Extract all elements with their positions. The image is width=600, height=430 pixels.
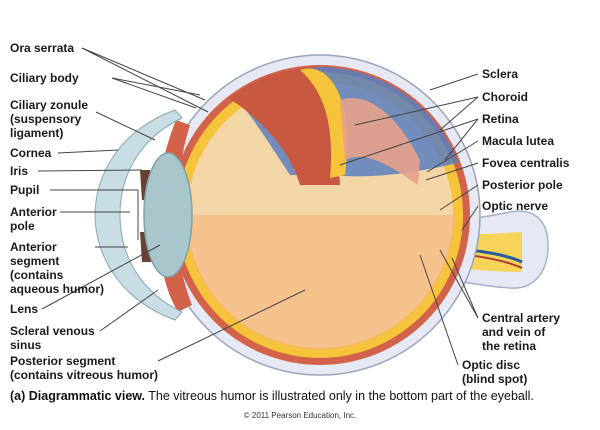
label-retina: Retina bbox=[482, 112, 519, 126]
cornea bbox=[94, 109, 183, 321]
label-posterior-pole: Posterior pole bbox=[482, 178, 563, 192]
label-central-artery-vein: Central artery and vein of the retina bbox=[482, 311, 561, 353]
label-ciliary-body: Ciliary body bbox=[10, 71, 79, 85]
label-lens: Lens bbox=[10, 302, 39, 316]
label-anterior-segment: Anterior segment (contains aqueous humor… bbox=[10, 240, 105, 296]
label-optic-disc: Optic disc (blind spot) bbox=[462, 358, 528, 386]
label-fovea-centralis: Fovea centralis bbox=[482, 156, 570, 170]
label-posterior-segment: Posterior segment (contains vitreous hum… bbox=[10, 354, 159, 382]
label-ciliary-zonule: Ciliary zonule (suspensory ligament) bbox=[10, 98, 89, 140]
label-anterior-pole: Anterior pole bbox=[10, 205, 57, 233]
label-pupil: Pupil bbox=[10, 183, 40, 197]
caption-text: The vitreous humor is illustrated only i… bbox=[145, 389, 534, 403]
caption-bold: (a) Diagrammatic view. bbox=[10, 389, 146, 403]
figure-caption: (a) Diagrammatic view. The vitreous humo… bbox=[10, 389, 595, 403]
label-scleral-venous-sinus: Scleral venous sinus bbox=[10, 324, 95, 352]
label-iris: Iris bbox=[10, 164, 29, 178]
label-choroid: Choroid bbox=[482, 90, 528, 104]
vitreous-lower bbox=[185, 215, 455, 350]
lens bbox=[143, 152, 193, 278]
leader-lines-left bbox=[37, 47, 306, 362]
label-ora-serrata: Ora serrata bbox=[10, 41, 75, 55]
label-optic-nerve: Optic nerve bbox=[482, 199, 549, 213]
copyright: © 2011 Pearson Education, Inc. bbox=[243, 411, 357, 420]
label-sclera: Sclera bbox=[482, 67, 519, 81]
leader-lines-right bbox=[339, 73, 479, 366]
label-cornea: Cornea bbox=[10, 146, 52, 160]
label-macula-lutea: Macula lutea bbox=[482, 134, 555, 148]
